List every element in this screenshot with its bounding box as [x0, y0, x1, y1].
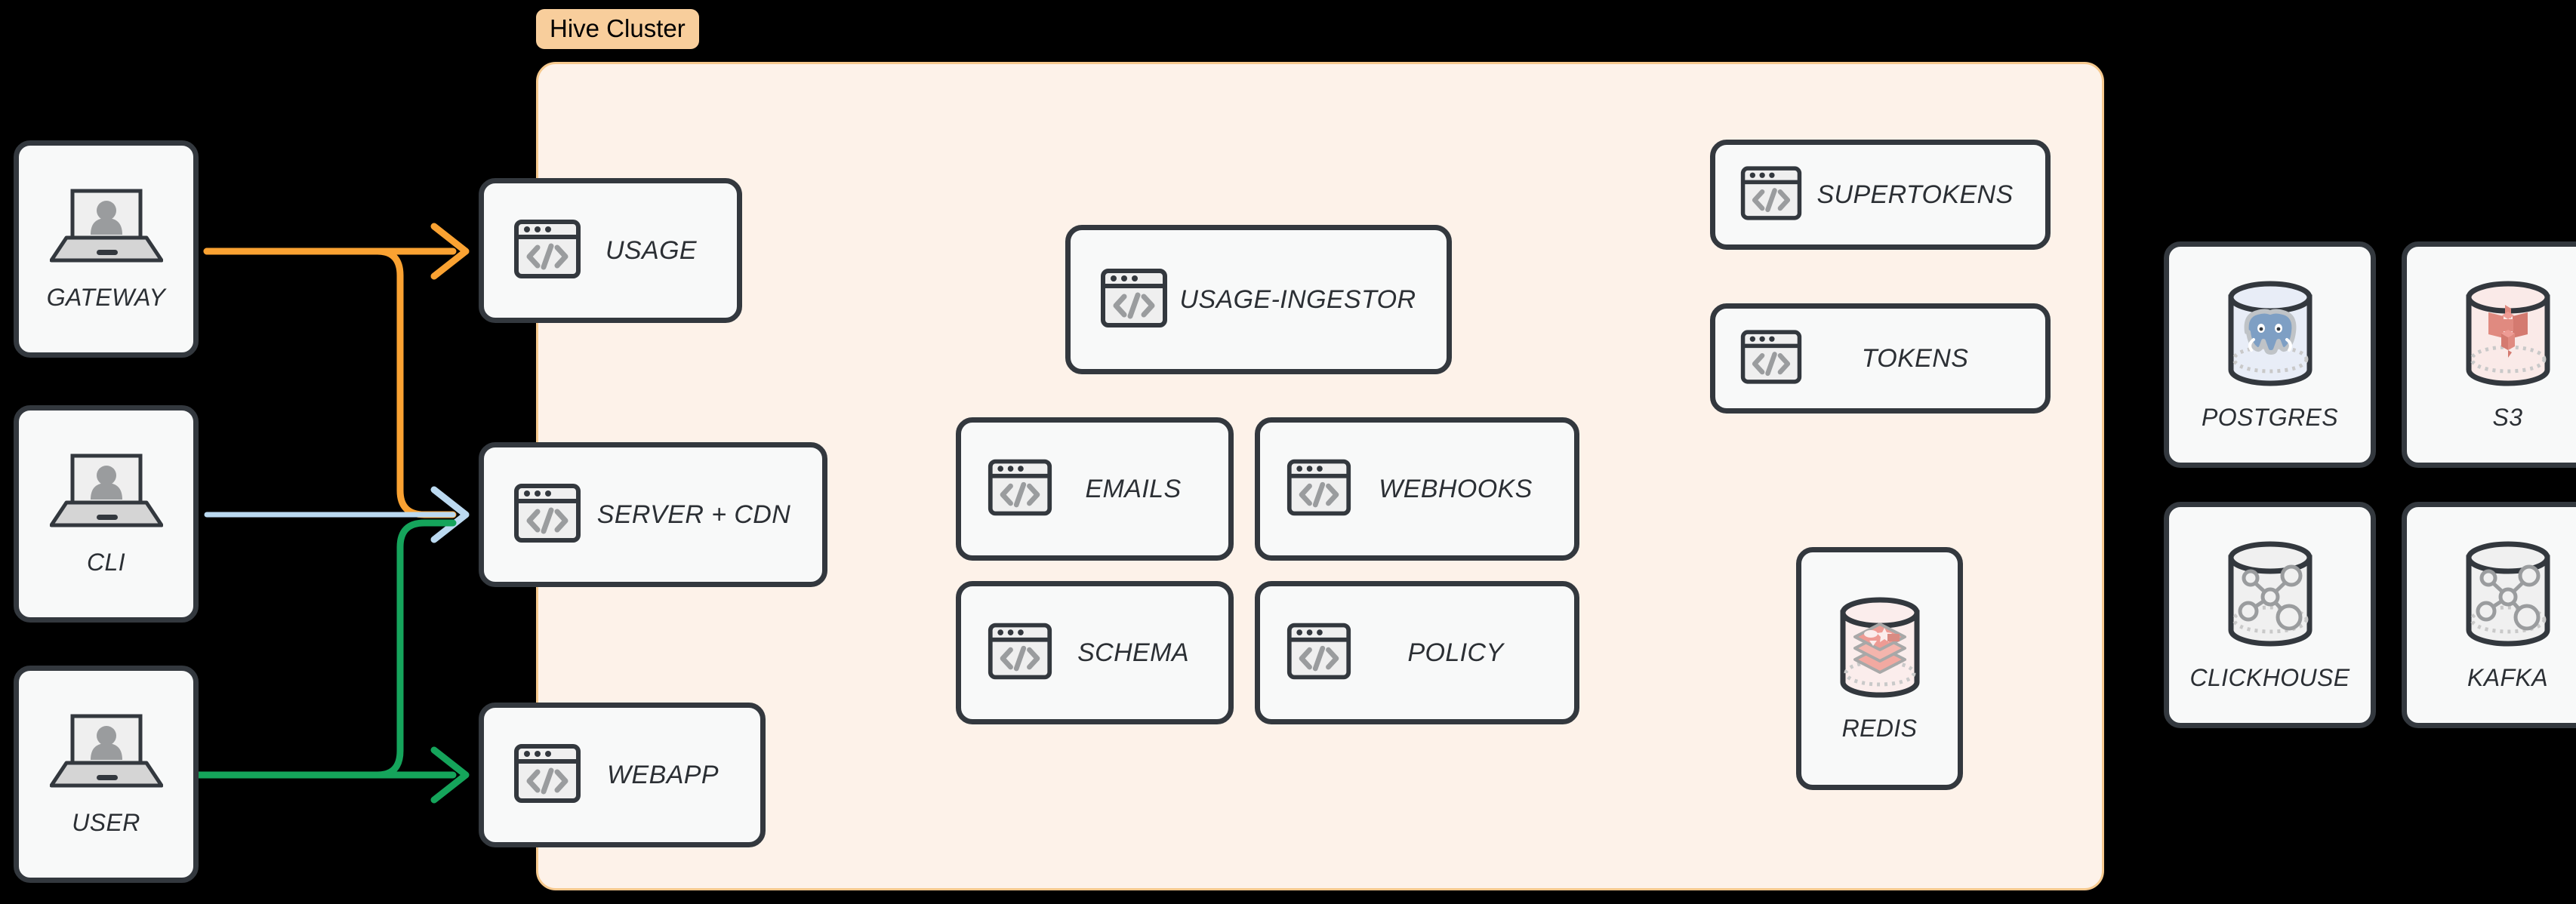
node-emails[interactable]: EMAILS [956, 417, 1234, 561]
node-label: REDIS [1841, 715, 1918, 742]
code-window-icon [1286, 454, 1352, 524]
code-window-icon [513, 478, 582, 552]
code-window-icon [987, 618, 1053, 688]
node-label: SERVER + CDN [596, 500, 791, 529]
node-policy[interactable]: POLICY [1255, 581, 1579, 724]
node-label: GATEWAY [46, 284, 166, 311]
graph-cylinder-icon [2217, 538, 2323, 653]
hive-cluster-badge: Hive Cluster [536, 9, 699, 49]
node-label: KAFKA [2467, 664, 2548, 691]
node-label: CLICKHOUSE [2189, 664, 2350, 691]
connector-user-server-cdn [195, 519, 457, 779]
node-usage-ingestor[interactable]: USAGE-INGESTOR [1065, 225, 1452, 374]
node-label: CLI [87, 549, 125, 576]
node-clickhouse[interactable]: CLICKHOUSE [2164, 502, 2376, 728]
node-supertokens[interactable]: SUPERTOKENS [1710, 140, 2051, 250]
node-redis[interactable]: REDIS [1796, 547, 1963, 790]
node-postgres[interactable]: POSTGRES [2164, 241, 2376, 468]
code-window-icon [513, 214, 582, 287]
node-user[interactable]: USER [14, 666, 199, 883]
code-window-icon [1099, 263, 1169, 337]
node-label: SUPERTOKENS [1816, 180, 2014, 209]
redis-cylinder-icon [1831, 595, 1929, 704]
node-label: USAGE-INGESTOR [1179, 284, 1416, 314]
s3-cylinder-icon [2455, 278, 2561, 393]
node-server-cdn[interactable]: SERVER + CDN [479, 442, 827, 587]
node-s3[interactable]: S3 [2402, 241, 2576, 468]
code-window-icon [1739, 325, 1803, 392]
node-webapp[interactable]: WEBAPP [479, 703, 766, 847]
node-label: TOKENS [1861, 343, 1969, 373]
node-schema[interactable]: SCHEMA [956, 581, 1234, 724]
connector-user-webapp [195, 746, 470, 804]
connector-gateway-server-cdn [203, 248, 457, 518]
connector-cli-server-cdn [204, 486, 470, 543]
node-label: WEBHOOKS [1379, 474, 1533, 503]
node-label: USAGE [605, 235, 698, 265]
connector-gateway-usage [203, 223, 470, 280]
node-webhooks[interactable]: WEBHOOKS [1255, 417, 1579, 561]
laptop-user-icon [49, 451, 163, 538]
node-label: EMAILS [1085, 474, 1182, 503]
node-gateway[interactable]: GATEWAY [14, 140, 199, 358]
graph-cylinder-icon [2455, 538, 2561, 653]
postgres-cylinder-icon [2217, 278, 2323, 393]
node-label: POLICY [1407, 638, 1504, 667]
node-label: WEBAPP [607, 760, 719, 789]
node-label: POSTGRES [2201, 404, 2338, 431]
laptop-user-icon [49, 712, 163, 798]
node-usage[interactable]: USAGE [479, 178, 742, 323]
node-cli[interactable]: CLI [14, 405, 199, 623]
code-window-icon [1739, 161, 1803, 229]
node-label: S3 [2492, 404, 2523, 431]
node-label: SCHEMA [1077, 638, 1189, 667]
code-window-icon [513, 739, 582, 812]
node-label: USER [72, 809, 140, 836]
node-tokens[interactable]: TOKENS [1710, 303, 2051, 414]
laptop-user-icon [49, 186, 163, 273]
node-kafka[interactable]: KAFKA [2402, 502, 2576, 728]
code-window-icon [1286, 618, 1352, 688]
code-window-icon [987, 454, 1053, 524]
